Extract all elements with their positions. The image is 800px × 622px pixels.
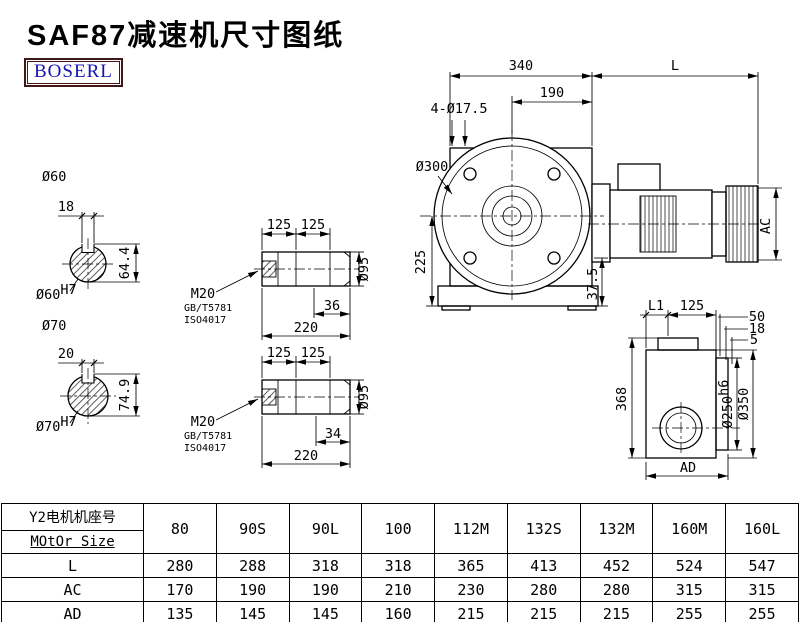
dim-value: 413 bbox=[506, 553, 581, 578]
dim-dia95-2: Ø95 bbox=[356, 385, 372, 409]
dim-value: 230 bbox=[434, 577, 508, 602]
dim-340: 340 bbox=[509, 58, 533, 74]
side-view: L1 125 50 18 5 368 Ø250h6 bbox=[614, 298, 765, 480]
dim-36: 36 bbox=[324, 298, 340, 314]
motor-size-header-cn: Y2电机机座号 bbox=[2, 504, 143, 531]
dim-holes: 4-Ø17.5 bbox=[431, 101, 488, 117]
dim-125c: 125 bbox=[267, 345, 291, 361]
dim-dia95-1: Ø95 bbox=[356, 257, 372, 281]
dim-value: 215 bbox=[434, 601, 508, 622]
dim-value: 547 bbox=[725, 553, 799, 578]
dim-dia300: Ø300 bbox=[416, 159, 449, 175]
thread-M20-2: M20 bbox=[191, 414, 215, 430]
dim-value: 160 bbox=[361, 601, 436, 622]
motor-size-header: Y2电机机座号 MOtOr Size bbox=[1, 503, 144, 554]
shaft-end-view-70: Ø70 20 74.9 Ø70H7 bbox=[36, 318, 140, 435]
size-col-header: 90L bbox=[288, 503, 363, 554]
row-label: AC bbox=[1, 577, 144, 602]
dim-value: 190 bbox=[215, 577, 290, 602]
dimension-table: Y2电机机座号 MOtOr Size 80 90S 90L 100 112M 1… bbox=[1, 503, 799, 622]
dim-AC: AC bbox=[758, 218, 774, 234]
front-view: 340 L 190 4-Ø17.5 Ø300 225 37.5 bbox=[413, 58, 782, 311]
dim-L1: L1 bbox=[648, 298, 664, 314]
shaft60-fit-label: Ø60H7 bbox=[36, 282, 77, 303]
std-iso4017-2: ISO4017 bbox=[184, 443, 226, 454]
dim-5: 5 bbox=[750, 332, 758, 348]
std-gbt5781-1: GB/T5781 bbox=[184, 303, 232, 314]
row-label: AD bbox=[1, 601, 144, 622]
shaft-detail-view-2: 125 125 Ø95 34 220 M20 GB/T5781 ISO4017 bbox=[184, 345, 372, 468]
size-col-header: 100 bbox=[361, 503, 436, 554]
dim-value: 280 bbox=[579, 577, 654, 602]
page-title: SAF87减速机尺寸图纸 bbox=[27, 20, 345, 52]
dim-dia60: Ø60 bbox=[42, 169, 66, 185]
dim-18: 18 bbox=[749, 321, 765, 337]
dim-64-4: 64.4 bbox=[117, 247, 133, 280]
dim-value: 170 bbox=[143, 577, 217, 602]
dim-34: 34 bbox=[325, 426, 341, 442]
dim-value: 452 bbox=[579, 553, 654, 578]
dim-50: 50 bbox=[749, 309, 765, 325]
size-col-header: 132M bbox=[579, 503, 654, 554]
size-col-header: 160M bbox=[652, 503, 727, 554]
technical-drawing: 340 L 190 4-Ø17.5 Ø300 225 37.5 bbox=[36, 58, 782, 480]
dim-220-1: 220 bbox=[294, 320, 318, 336]
dim-value: 318 bbox=[288, 553, 363, 578]
dim-value: 215 bbox=[579, 601, 654, 622]
dim-220-2: 220 bbox=[294, 448, 318, 464]
std-gbt5781-2: GB/T5781 bbox=[184, 431, 232, 442]
shaft-detail-view-1: 125 125 Ø95 36 220 M20 GB/T5781 ISO4017 bbox=[184, 217, 372, 340]
table-header-row: Y2电机机座号 MOtOr Size 80 90S 90L 100 112M 1… bbox=[1, 503, 799, 554]
std-iso4017-1: ISO4017 bbox=[184, 315, 226, 326]
table-row-AC: AC 170 190 190 210 230 280 280 315 315 bbox=[1, 577, 799, 602]
size-col-header: 80 bbox=[143, 503, 217, 554]
dim-74-9: 74.9 bbox=[117, 379, 133, 412]
dim-value: 210 bbox=[361, 577, 436, 602]
dim-dia70: Ø70 bbox=[42, 318, 66, 334]
dim-value: 145 bbox=[288, 601, 363, 622]
thread-M20-1: M20 bbox=[191, 286, 215, 302]
dim-keyw-18: 18 bbox=[58, 199, 74, 215]
table-row-L: L 280 288 318 318 365 413 452 524 547 bbox=[1, 553, 799, 578]
dim-125a: 125 bbox=[267, 217, 291, 233]
dim-value: 365 bbox=[434, 553, 508, 578]
dim-value: 318 bbox=[361, 553, 436, 578]
dim-keyw-20: 20 bbox=[58, 346, 74, 362]
dim-value: 280 bbox=[143, 553, 217, 578]
size-col-header: 90S bbox=[215, 503, 290, 554]
dim-value: 145 bbox=[215, 601, 290, 622]
dim-value: 315 bbox=[725, 577, 799, 602]
size-col-header: 112M bbox=[434, 503, 508, 554]
size-col-header: 160L bbox=[725, 503, 799, 554]
table-row-AD: AD 135 145 145 160 215 215 215 255 255 bbox=[1, 601, 799, 622]
dim-value: 315 bbox=[652, 577, 727, 602]
shaft70-fit-label: Ø70H7 bbox=[36, 414, 77, 435]
dim-value: 255 bbox=[652, 601, 727, 622]
shaft-end-view-60: Ø60 18 64.4 Ø60H7 bbox=[36, 169, 140, 303]
dim-value: 255 bbox=[725, 601, 799, 622]
dim-225: 225 bbox=[413, 250, 429, 274]
dim-value: 524 bbox=[652, 553, 727, 578]
motor-size-header-en: MOtOr Size bbox=[30, 534, 115, 550]
dim-L: L bbox=[671, 58, 679, 74]
dim-AD: AD bbox=[680, 460, 696, 476]
brand-logo: BOSERL bbox=[24, 58, 123, 87]
row-label: L bbox=[1, 553, 144, 578]
size-col-header: 132S bbox=[506, 503, 581, 554]
dim-value: 190 bbox=[288, 577, 363, 602]
dim-125-side: 125 bbox=[680, 298, 704, 314]
dim-value: 135 bbox=[143, 601, 217, 622]
dim-value: 288 bbox=[215, 553, 290, 578]
dim-value: 280 bbox=[506, 577, 581, 602]
dim-37-5: 37.5 bbox=[585, 268, 601, 301]
dim-125b: 125 bbox=[301, 217, 325, 233]
dim-125d: 125 bbox=[301, 345, 325, 361]
dim-dia250: Ø250h6 bbox=[716, 380, 736, 429]
dim-value: 215 bbox=[506, 601, 581, 622]
dim-368: 368 bbox=[614, 387, 630, 411]
dim-dia350: Ø350 bbox=[736, 388, 752, 421]
dim-190: 190 bbox=[540, 85, 564, 101]
